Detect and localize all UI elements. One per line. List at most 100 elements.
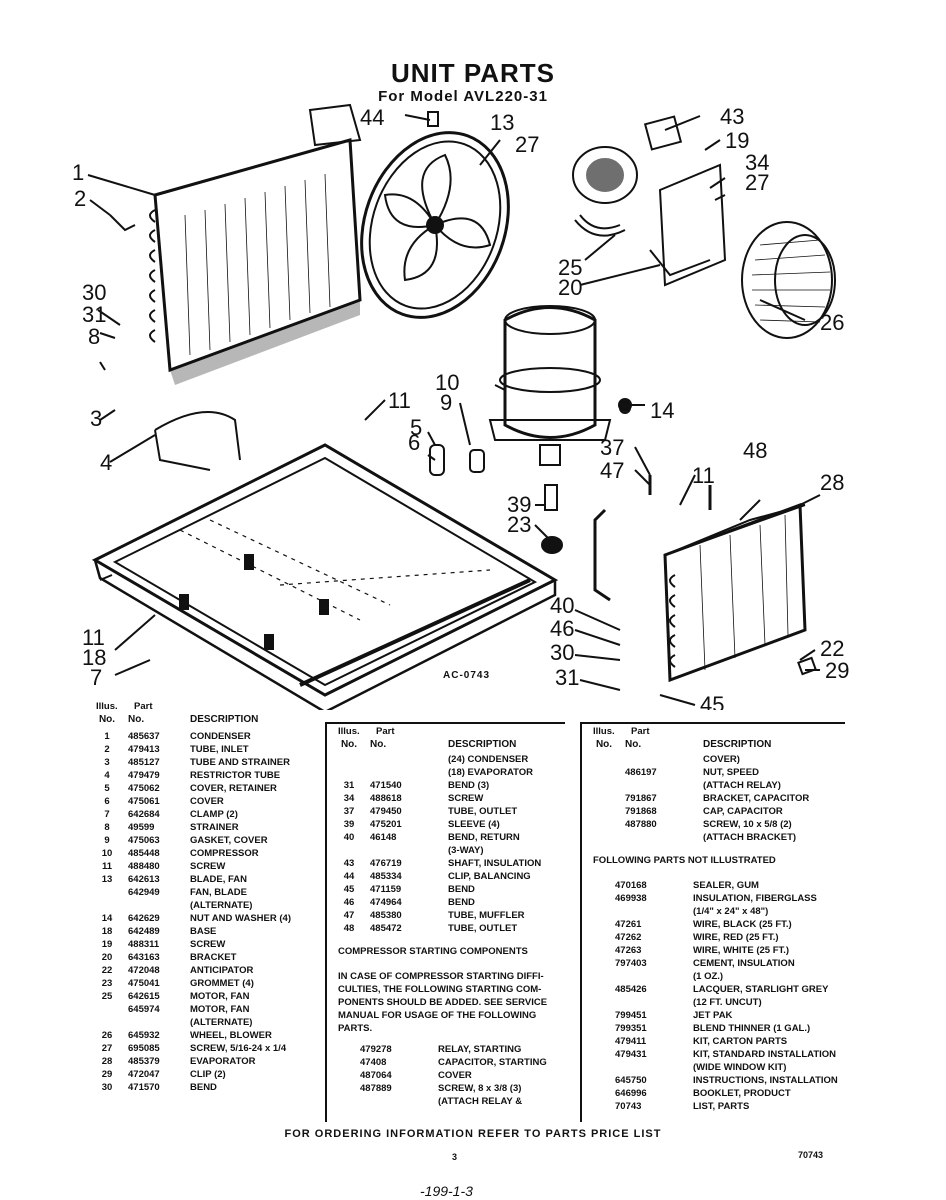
illus-number: 1 [104,731,110,742]
callout-label: 19 [725,128,749,153]
table-row: (ATTACH RELAY & [338,1095,563,1108]
compressor-illustration [488,305,632,554]
part-number: 469938 [615,893,647,904]
table-row: (ATTACH BRACKET) [593,831,848,844]
illus-number: 6 [104,796,110,807]
header-part: Part [134,701,153,712]
illus-number: 43 [343,858,355,869]
part-number [593,905,685,918]
illus-number: 18 [101,926,113,937]
callout-label: 43 [720,104,744,129]
part-number [360,753,418,766]
part-description: COVER) [703,754,740,765]
part-description: COMPRESSOR [190,848,259,859]
part-description: BEND [190,1082,217,1093]
callout-label: 40 [550,593,574,618]
part-description: SCREW [190,939,226,950]
part-number: 479450 [370,806,402,817]
part-number: 642629 [128,913,160,924]
part-number: 642489 [128,926,160,937]
part-description: (ALTERNATE) [190,900,253,911]
part-description: CLAMP (2) [190,809,238,820]
callout-label: 30 [550,640,574,665]
callout-label: 20 [558,275,582,300]
part-number [593,996,685,1009]
part-description: NUT, SPEED [703,767,759,778]
part-number: 47408 [360,1057,387,1068]
illus-number: 34 [343,793,355,804]
part-number [338,1095,430,1108]
table-row: 19 488311 SCREW [96,938,311,951]
illus-number: 3 [104,757,110,768]
part-description: (24) CONDENSER [448,754,529,765]
part-number: 799351 [615,1023,647,1034]
part-description: INSTRUCTIONS, INSTALLATION [693,1075,838,1086]
callout-label: 13 [490,110,514,135]
part-number: 485448 [128,848,160,859]
parts-table-col3: Illus. Part No. No. DESCRIPTION COVER)48… [593,725,848,1113]
callout-label: 26 [820,310,844,335]
part-number: 485127 [128,757,160,768]
part-description: WIRE, BLACK (25 FT.) [693,919,792,930]
part-description: BLADE, FAN [190,874,247,885]
part-number [118,899,176,912]
illus-number: 14 [101,913,113,924]
table-row: (ALTERNATE) [96,899,311,912]
page-title: UNIT PARTS [390,58,556,88]
callout-label: 28 [820,470,844,495]
callout-label: 1 [72,160,84,185]
callout-label: 48 [743,438,767,463]
illus-number [96,1003,118,1016]
illus-number: 19 [101,939,113,950]
col-divider [325,722,327,1122]
illus-number [593,779,615,792]
callout-label: 8 [88,324,100,349]
part-description: (18) EVAPORATOR [448,767,533,778]
illus-number: 22 [101,965,113,976]
illus-number: 44 [343,871,355,882]
part-number: 471159 [370,884,402,895]
part-number: 487880 [625,819,657,830]
table-row: (18) EVAPORATOR [338,766,563,779]
illus-number [593,792,615,805]
part-description: BRACKET, CAPACITOR [703,793,810,804]
part-number: 472047 [128,1069,160,1080]
part-number: 488311 [128,939,160,950]
part-description: SCREW, 5/16-24 x 1/4 [190,1043,287,1054]
illus-number: 4 [104,770,110,781]
page-number: 3 [452,1152,458,1162]
part-number: 642615 [128,991,160,1002]
part-number: 47263 [615,945,642,956]
illus-number [338,766,360,779]
illus-number: 29 [101,1069,113,1080]
header-partno: No. [370,739,387,750]
table-row: COVER) [593,753,848,766]
illus-number: 25 [101,991,113,1002]
callout-label: 14 [650,398,674,423]
part-number: 642684 [128,809,160,820]
part-number: 487064 [360,1070,392,1081]
diagram-code: AC-0743 [443,670,490,681]
illus-number: 28 [101,1056,113,1067]
illus-number [593,766,615,779]
part-description: ANTICIPATOR [190,965,254,976]
